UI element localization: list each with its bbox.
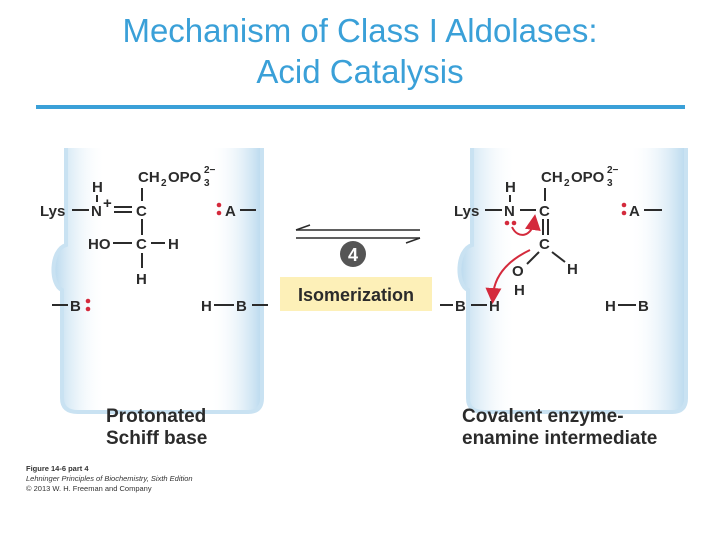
- right-ch2-subscript: 2: [564, 178, 570, 189]
- right-phosphate-charge: 2−: [607, 165, 619, 176]
- right-caption-line-2: enamine intermediate: [462, 428, 658, 449]
- isomerization-label: Isomerization: [298, 285, 414, 305]
- left-caption-line-2: Schiff base: [106, 428, 208, 449]
- right-lys-label: Lys: [454, 203, 479, 220]
- right-a-group: A: [629, 203, 640, 220]
- reaction-center: 4 Isomerization: [280, 224, 432, 311]
- left-n-hydrogen: H: [92, 179, 103, 196]
- title-underline: [36, 105, 685, 109]
- left-c2-bottom-hydrogen: H: [136, 271, 147, 288]
- left-ch2-subscript: 2: [161, 178, 167, 189]
- right-oxygen: O: [512, 263, 524, 280]
- book-title: Lehninger Principles of Biochemistry, Si…: [26, 474, 193, 483]
- left-nitrogen: N: [91, 203, 102, 220]
- right-caption: Covalent enzyme- enamine intermediate: [462, 406, 657, 450]
- right-n-lone-pair-dot-2: [511, 220, 517, 226]
- left-ch2-text: CH: [138, 169, 160, 186]
- left-caption-line-1: Protonated: [106, 406, 207, 427]
- right-bh-hydrogen: H: [489, 298, 500, 315]
- left-b-lone-pair-dot-1: [85, 298, 91, 304]
- electron-arrow-n-to-c: [511, 214, 541, 236]
- left-hydroxyl: HO: [88, 236, 111, 253]
- figure-number: Figure 14-6 part 4: [26, 464, 89, 473]
- title-line-1: Mechanism of Class I Aldolases:: [122, 12, 598, 49]
- left-a-group: A: [225, 203, 236, 220]
- left-base-b: B: [70, 298, 81, 315]
- right-opo-subscript: 3: [607, 178, 613, 189]
- right-carbon-2: C: [539, 236, 550, 253]
- left-phosphate-charge: 2−: [204, 165, 216, 176]
- enamine-structure: CH 2 OPO 3 2− H Lys N C C O H H A B H H …: [440, 165, 662, 315]
- left-lys-label: Lys: [40, 203, 65, 220]
- title-line-2: Acid Catalysis: [256, 53, 464, 90]
- enzyme-pocket-right: [457, 148, 688, 414]
- left-a-lone-pair-dot-1: [216, 202, 222, 208]
- right-a-lone-pair-dot-2: [621, 210, 627, 216]
- right-ch2-text: CH: [541, 169, 563, 186]
- left-opo-subscript: 3: [204, 178, 210, 189]
- electron-arrow-to-bh: [485, 249, 531, 304]
- right-n-hydrogen: H: [505, 179, 516, 196]
- left-c2-hydrogen: H: [168, 236, 179, 253]
- left-carbon-2: C: [136, 236, 147, 253]
- right-c2-hydrogen: H: [567, 261, 578, 278]
- step-number-circle: [340, 241, 366, 267]
- right-hb-base: B: [638, 298, 649, 315]
- copyright: © 2013 W. H. Freeman and Company: [26, 484, 152, 493]
- right-n-lone-pair-dot-1: [504, 220, 510, 226]
- right-hb-hydrogen: H: [605, 298, 616, 315]
- figure-credit: Figure 14-6 part 4 Lehninger Principles …: [26, 464, 193, 494]
- slide-title: Mechanism of Class I Aldolases: Acid Cat…: [0, 10, 720, 92]
- right-caption-line-1: Covalent enzyme-: [462, 406, 624, 427]
- left-hb-base: B: [236, 298, 247, 315]
- schiff-base-structure: CH 2 OPO 3 2− H Lys N + C HO C H H A B H…: [40, 165, 268, 315]
- isomerization-label-bg: [280, 277, 432, 311]
- step-number: 4: [348, 245, 358, 265]
- left-hb-hydrogen: H: [201, 298, 212, 315]
- left-n-plus-charge: +: [103, 195, 112, 212]
- right-o-hydrogen: H: [514, 282, 525, 299]
- right-base-b: B: [455, 298, 466, 315]
- left-carbon-1: C: [136, 203, 147, 220]
- left-opo-text: OPO: [168, 169, 202, 186]
- left-caption: Protonated Schiff base: [106, 406, 207, 450]
- left-b-lone-pair-dot-2: [85, 306, 91, 312]
- enzyme-pocket-left: [51, 148, 264, 414]
- right-carbon-1: C: [539, 203, 550, 220]
- right-opo-text: OPO: [571, 169, 605, 186]
- right-nitrogen: N: [504, 203, 515, 220]
- left-a-lone-pair-dot-2: [216, 210, 222, 216]
- right-a-lone-pair-dot-1: [621, 202, 627, 208]
